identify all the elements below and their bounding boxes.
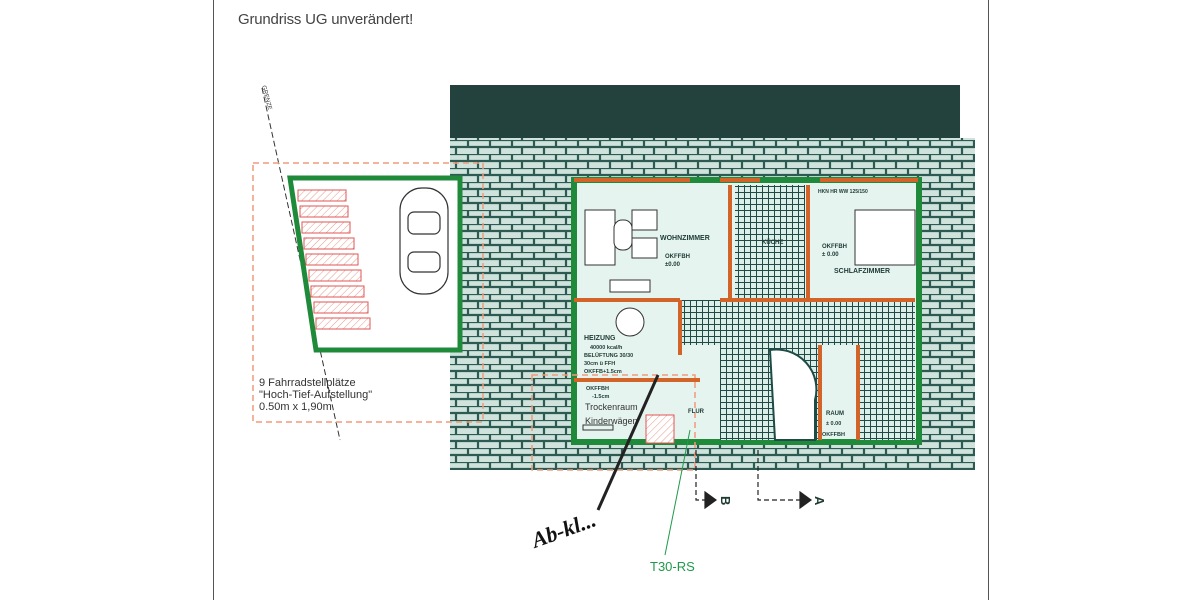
label-raum-level: ± 0.00 xyxy=(826,421,841,427)
trockenraum-dashed-outline xyxy=(531,374,696,471)
terrain-dark-band xyxy=(450,85,960,140)
section-mark-a xyxy=(757,450,813,510)
kitchen-tiles xyxy=(735,185,805,300)
label-kinderwaegen: Kinderwägen xyxy=(585,416,638,426)
interior-walls xyxy=(574,178,918,440)
page-border-right xyxy=(988,0,989,600)
section-label-a: A xyxy=(812,496,827,506)
page-title: Grundriss UG unverändert! xyxy=(238,11,414,28)
label-flur: FLUR xyxy=(688,409,705,415)
storage-hatch xyxy=(645,414,675,444)
label-kueche: KÜCHE xyxy=(762,239,783,246)
bike-spaces xyxy=(297,189,371,330)
handwritten-signature: Ab-kl... xyxy=(526,506,599,553)
bike-area-dashed-outline xyxy=(252,162,484,423)
annotation-pointer-line xyxy=(664,429,691,556)
label-schlaf-level: OKFFBH xyxy=(822,244,847,250)
section-mark-b xyxy=(695,450,718,510)
label-heizung-power: 40000 kcal/h xyxy=(590,345,623,351)
label-trocken-level-value: -1.5cm xyxy=(592,394,610,400)
label-raum: RAUM xyxy=(826,411,844,417)
bike-note-line2: "Hoch-Tief-Aufstellung" xyxy=(259,389,372,401)
label-schlaf-note: HKN HR WW 125/150 xyxy=(818,189,868,195)
bike-note-line3: 0.50m x 1,90m xyxy=(259,401,332,413)
annotation-t30-rs: T30-RS xyxy=(650,559,695,574)
handwritten-pointer-line xyxy=(596,374,660,511)
label-heizung-height: 30cm ü FFH xyxy=(584,361,615,367)
label-schlafzimmer: SCHLAFZIMMER xyxy=(834,268,890,275)
bath-tiles xyxy=(860,345,915,440)
label-trocken-level: OKFFBH xyxy=(586,386,609,392)
corridor-tiles xyxy=(680,300,915,345)
label-trockenraum: Trockenraum xyxy=(585,402,638,412)
section-label-b: B xyxy=(718,496,733,505)
boundary-label: GRENZE xyxy=(260,85,272,111)
label-wohnzimmer: WOHNZIMMER xyxy=(660,235,710,242)
staircase xyxy=(768,348,818,441)
label-raum-level-label: OKFFBH xyxy=(822,432,845,438)
car-icon xyxy=(399,187,449,295)
page-border-left xyxy=(213,0,214,600)
bike-note-line1: 9 Fahrradstellplätze xyxy=(259,377,356,389)
label-schlaf-level-value: ± 0.00 xyxy=(822,252,839,258)
label-heizung-level: OKFFB+1.5cm xyxy=(584,369,622,375)
room-labels: WOHNZIMMER OKFFBH ±0.00 KÜCHE HKN HR WW … xyxy=(584,189,890,438)
furniture xyxy=(582,209,916,431)
label-heizung-vent: BELÜFTUNG 30/30 xyxy=(584,352,633,359)
label-wohn-level-value: ±0.00 xyxy=(665,262,681,268)
label-wohn-level: OKFFBH xyxy=(665,254,690,260)
label-heizung: HEIZUNG xyxy=(584,335,616,342)
